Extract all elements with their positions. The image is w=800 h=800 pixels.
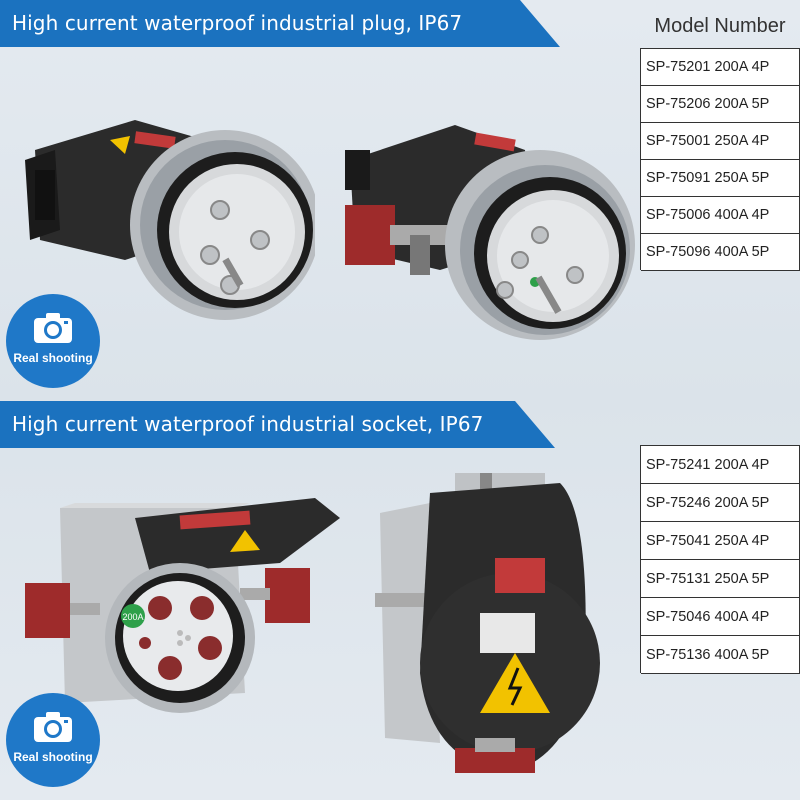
real-shooting-badge: Real shooting bbox=[6, 294, 100, 388]
plug-section-title: High current waterproof industrial plug,… bbox=[12, 11, 463, 35]
socket-model-table: SP-75241 200A 4P SP-75246 200A 5P SP-750… bbox=[640, 445, 800, 674]
camera-icon bbox=[34, 712, 72, 742]
real-shooting-badge: Real shooting bbox=[6, 693, 100, 787]
socket-section: High current waterproof industrial socke… bbox=[0, 393, 800, 800]
plug-model-row: SP-75001 250A 4P bbox=[641, 122, 800, 160]
plug-model-row: SP-75206 200A 5P bbox=[641, 85, 800, 123]
plug-model-row: SP-75006 400A 4P bbox=[641, 196, 800, 234]
badge-label: Real shooting bbox=[13, 351, 93, 365]
warning-icon bbox=[480, 653, 550, 713]
socket-model-row: SP-75246 200A 5P bbox=[641, 483, 800, 522]
rating-label: 200A bbox=[122, 612, 143, 622]
socket-section-title-banner: High current waterproof industrial socke… bbox=[0, 401, 555, 448]
plug-model-table: SP-75201 200A 4P SP-75206 200A 5P SP-750… bbox=[640, 48, 800, 271]
plug-model-row: SP-75201 200A 4P bbox=[641, 48, 800, 86]
plug-section: High current waterproof industrial plug,… bbox=[0, 0, 800, 393]
socket-model-row: SP-75131 250A 5P bbox=[641, 559, 800, 598]
socket-section-title: High current waterproof industrial socke… bbox=[12, 412, 484, 436]
socket-photo-closed bbox=[375, 473, 600, 773]
warning-icon bbox=[230, 530, 260, 552]
plug-photo-angle bbox=[345, 125, 635, 340]
badge-label: Real shooting bbox=[13, 750, 93, 764]
plug-model-row: SP-75096 400A 5P bbox=[641, 233, 800, 271]
plug-photo-front bbox=[25, 120, 315, 320]
plug-section-title-banner: High current waterproof industrial plug,… bbox=[0, 0, 560, 47]
socket-model-row: SP-75046 400A 4P bbox=[641, 597, 800, 636]
socket-model-row: SP-75241 200A 4P bbox=[641, 445, 800, 484]
model-number-header: Model Number bbox=[654, 15, 786, 37]
camera-icon bbox=[34, 313, 72, 343]
socket-model-row: SP-75041 250A 4P bbox=[641, 521, 800, 560]
socket-model-row: SP-75136 400A 5P bbox=[641, 635, 800, 674]
plug-model-row: SP-75091 250A 5P bbox=[641, 159, 800, 197]
socket-photo-open: 200A bbox=[25, 498, 340, 713]
